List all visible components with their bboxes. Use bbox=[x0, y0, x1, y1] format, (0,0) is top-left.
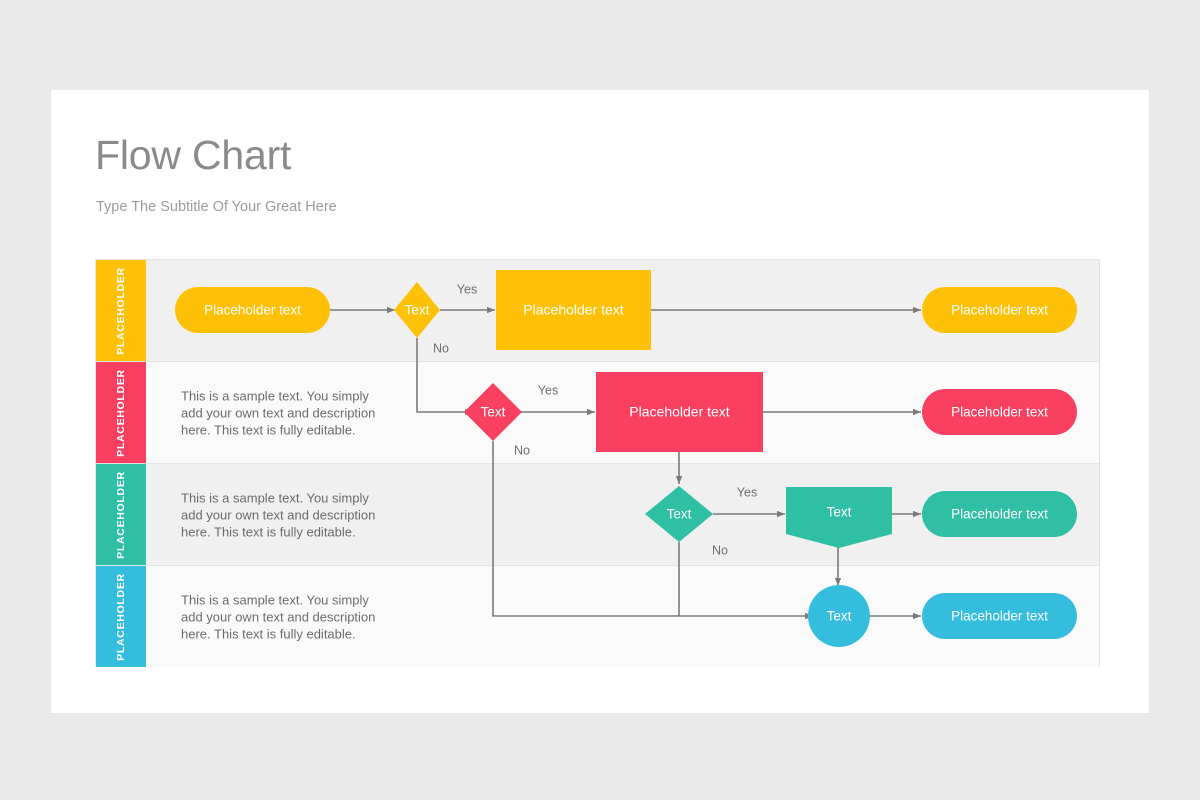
flow-diagram-svg: Yes No Yes No Yes No Placeholder text Te… bbox=[175, 270, 1077, 647]
node-t-end[interactable] bbox=[922, 491, 1077, 537]
edge-label-no-3: No bbox=[712, 543, 728, 557]
node-t-proc[interactable] bbox=[786, 487, 892, 548]
node-y-proc[interactable] bbox=[496, 270, 651, 350]
lane-description-4: This is a sample text. You simply add yo… bbox=[181, 592, 376, 641]
lane-tab-3[interactable]: PLACEHOLDER bbox=[96, 464, 146, 565]
node-label-p-end: Placeholder text bbox=[951, 405, 1048, 420]
lane-description-3: This is a sample text. You simply add yo… bbox=[181, 490, 376, 539]
node-b-end[interactable] bbox=[922, 593, 1077, 639]
node-label-y-end: Placeholder text bbox=[951, 303, 1048, 318]
link-p-dec-b-node bbox=[492, 441, 813, 620]
edge-label-no-2: No bbox=[514, 443, 530, 457]
node-p-end[interactable] bbox=[922, 389, 1077, 435]
node-p-proc[interactable] bbox=[596, 372, 763, 452]
slide-canvas: Flow Chart Type The Subtitle Of Your Gre… bbox=[51, 90, 1149, 713]
node-label-b-end: Placeholder text bbox=[951, 609, 1048, 624]
node-p-dec[interactable] bbox=[464, 383, 522, 441]
node-label-t-end: Placeholder text bbox=[951, 507, 1048, 522]
node-y-start[interactable] bbox=[175, 287, 330, 333]
node-t-dec[interactable] bbox=[645, 486, 713, 542]
node-b-node[interactable] bbox=[808, 585, 870, 647]
node-label-b-node: Text bbox=[827, 609, 852, 624]
lane-tab-1[interactable]: PLACEHOLDER bbox=[96, 260, 146, 361]
node-label-p-proc: Placeholder text bbox=[629, 404, 730, 420]
node-label-p-dec: Text bbox=[481, 405, 506, 420]
edge-label-no-1: No bbox=[433, 341, 449, 355]
lane-tab-2[interactable]: PLACEHOLDER bbox=[96, 362, 146, 463]
lane-tab-4[interactable]: PLACEHOLDER bbox=[96, 566, 146, 667]
node-y-dec[interactable] bbox=[394, 282, 440, 338]
lane-description-2: This is a sample text. You simply add yo… bbox=[181, 388, 376, 437]
page-title: Flow Chart bbox=[95, 132, 292, 178]
node-y-end[interactable] bbox=[922, 287, 1077, 333]
edge-label-yes-1: Yes bbox=[457, 282, 477, 296]
page-subtitle: Type The Subtitle Of Your Great Here bbox=[96, 199, 337, 215]
node-label-t-proc: Text bbox=[827, 505, 852, 520]
node-label-y-start: Placeholder text bbox=[204, 303, 301, 318]
node-label-t-dec: Text bbox=[667, 507, 692, 522]
edge-label-yes-3: Yes bbox=[737, 485, 757, 499]
node-label-y-proc: Placeholder text bbox=[523, 302, 624, 318]
flow-chart: PLACEHOLDER PLACEHOLDER This is a sample… bbox=[95, 259, 1100, 667]
edge-label-yes-2: Yes bbox=[538, 383, 558, 397]
node-label-y-dec: Text bbox=[405, 303, 430, 318]
link-y-dec-p-dec bbox=[416, 338, 473, 416]
